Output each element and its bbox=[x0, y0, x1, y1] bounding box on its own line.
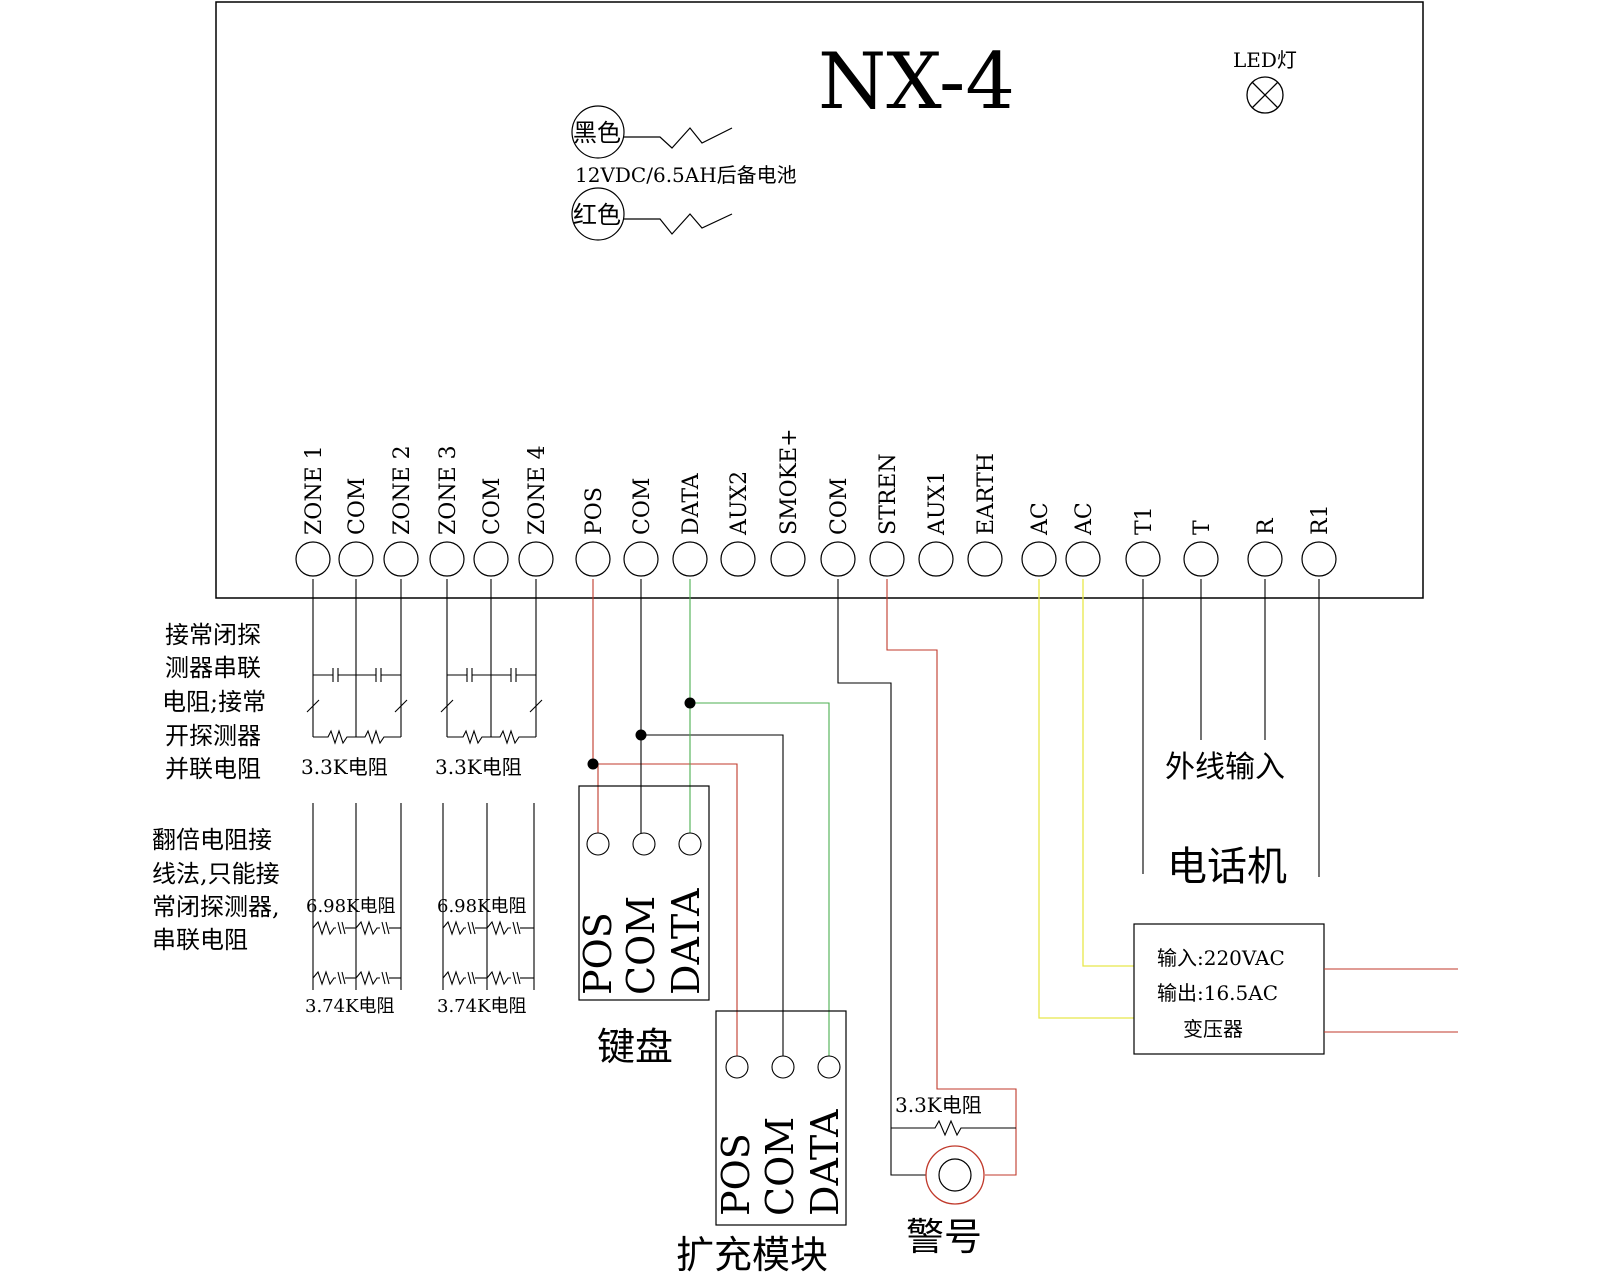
terminal-label-com: COM bbox=[630, 478, 655, 535]
svg-text:接常闭探: 接常闭探 bbox=[165, 621, 261, 649]
terminal-label-earth: EARTH bbox=[974, 453, 999, 535]
resistor-6-98k-label: 6.98K电阻 bbox=[306, 896, 396, 917]
svg-text:线法,只能接: 线法,只能接 bbox=[152, 860, 280, 888]
expander-terminals bbox=[725, 1055, 841, 1079]
terminal-stren bbox=[869, 541, 905, 577]
terminal-pos bbox=[575, 541, 611, 577]
transformer-input: 输入:220VAC bbox=[1157, 946, 1285, 970]
siren-wiring bbox=[837, 579, 1017, 1176]
terminal-earth bbox=[967, 541, 1003, 577]
mains-wiring bbox=[1324, 968, 1458, 1033]
terminal-com bbox=[473, 541, 509, 577]
terminal-t1 bbox=[1125, 541, 1161, 577]
expander-label: 扩充模块 bbox=[676, 1233, 828, 1277]
double-resistor-note: 翻倍电阻接 线法,只能接 常闭探测器, 串联电阻 bbox=[152, 826, 280, 954]
terminal-label-pos: POS bbox=[582, 487, 607, 535]
svg-text:并联电阻: 并联电阻 bbox=[165, 755, 261, 783]
terminal-label-com: COM bbox=[827, 478, 852, 535]
svg-text:开探测器: 开探测器 bbox=[165, 722, 261, 750]
svg-text:串联电阻: 串联电阻 bbox=[152, 926, 248, 954]
svg-text:测器串联: 测器串联 bbox=[165, 654, 261, 682]
phone-wiring bbox=[1142, 579, 1320, 877]
battery-spec: 12VDC/6.5AH后备电池 bbox=[575, 163, 797, 187]
terminal-label-com: COM bbox=[480, 478, 505, 535]
siren-icon bbox=[925, 1145, 985, 1205]
terminal-label-zone-2: ZONE 2 bbox=[390, 445, 415, 535]
terminal-label-zone-1: ZONE 1 bbox=[302, 445, 327, 535]
terminal-label-ac: AC bbox=[1028, 502, 1053, 536]
terminal-label-r: R bbox=[1254, 517, 1279, 535]
keypad-label: 键盘 bbox=[597, 1025, 673, 1069]
transformer-output: 输出:16.5AC bbox=[1157, 981, 1278, 1005]
resistor-6-98k-label: 6.98K电阻 bbox=[437, 896, 527, 917]
expander-box bbox=[715, 1010, 847, 1226]
outside-line-label: 外线输入 bbox=[1165, 750, 1285, 785]
zone-wiring bbox=[306, 579, 543, 990]
terminal-label-aux1: AUX1 bbox=[925, 471, 950, 536]
terminal-label-data: DATA bbox=[679, 472, 704, 535]
terminal-label-zone-3: ZONE 3 bbox=[436, 445, 461, 535]
expander-pos-label: POS bbox=[714, 1133, 758, 1216]
svg-text:电阻;接常: 电阻;接常 bbox=[162, 688, 266, 716]
panel-title: NX-4 bbox=[818, 37, 1015, 127]
terminal-strip: ZONE 1 COM ZONE 2 ZONE 3 COM ZONE 4 POS COM DATA… bbox=[295, 428, 1337, 577]
transformer-name: 变压器 bbox=[1183, 1017, 1243, 1041]
siren-label: 警号 bbox=[906, 1215, 982, 1259]
terminal-com bbox=[623, 541, 659, 577]
terminal-ac bbox=[1065, 541, 1101, 577]
expander-com-label: COM bbox=[758, 1117, 802, 1216]
terminal-label-com: COM bbox=[345, 478, 370, 535]
terminal-zone-1 bbox=[295, 541, 331, 577]
terminal-t bbox=[1183, 541, 1219, 577]
terminal-zone-3 bbox=[429, 541, 465, 577]
battery-black-label: 黑色 bbox=[573, 119, 621, 147]
terminal-zone-4 bbox=[518, 541, 554, 577]
terminal-data bbox=[672, 541, 708, 577]
terminal-ac bbox=[1021, 541, 1057, 577]
terminal-label-zone-4: ZONE 4 bbox=[525, 445, 550, 535]
telephone-label: 电话机 bbox=[1167, 844, 1287, 890]
terminal-label-stren: STREN bbox=[876, 453, 901, 535]
terminal-smoke bbox=[770, 541, 806, 577]
terminal-label-ac: AC bbox=[1072, 502, 1097, 536]
terminal-label-t1: T1 bbox=[1132, 506, 1157, 535]
terminal-r bbox=[1247, 541, 1283, 577]
terminal-com bbox=[820, 541, 856, 577]
terminal-com bbox=[338, 541, 374, 577]
expander-data-label: DATA bbox=[803, 1109, 847, 1216]
led-icon bbox=[1246, 76, 1284, 114]
keypad-terminals bbox=[586, 832, 702, 856]
keypad-box bbox=[578, 785, 710, 1001]
resistor-3-74k-label: 3.74K电阻 bbox=[437, 996, 527, 1017]
terminal-aux1 bbox=[918, 541, 954, 577]
terminal-label-smoke: SMOKE+ bbox=[777, 428, 802, 535]
resistor-3-74k-label: 3.74K电阻 bbox=[305, 996, 395, 1017]
siren-resistor-label: 3.3K电阻 bbox=[895, 1093, 982, 1117]
terminal-label-t: T bbox=[1190, 520, 1215, 535]
keypad-pos-label: POS bbox=[576, 912, 620, 995]
panel-box bbox=[215, 1, 1424, 599]
terminal-label-aux2: AUX2 bbox=[727, 471, 752, 536]
ac-wiring bbox=[1038, 579, 1134, 1019]
battery-black-lead bbox=[571, 105, 733, 159]
terminal-label-r1: R1 bbox=[1308, 504, 1333, 535]
transformer-box bbox=[1133, 923, 1325, 1055]
resistor-3-3k-label: 3.3K电阻 bbox=[435, 755, 522, 779]
battery-red-lead bbox=[571, 187, 733, 241]
led-label: LED灯 bbox=[1233, 48, 1297, 72]
terminal-zone-2 bbox=[383, 541, 419, 577]
terminal-aux2 bbox=[720, 541, 756, 577]
svg-text:常闭探测器,: 常闭探测器, bbox=[152, 893, 280, 921]
keypad-com-label: COM bbox=[619, 896, 663, 995]
keypad-data-label: DATA bbox=[664, 888, 708, 995]
resistor-3-3k-label: 3.3K电阻 bbox=[301, 755, 388, 779]
nc-series-note: 接常闭探 测器串联 电阻;接常 开探测器 并联电阻 bbox=[162, 621, 266, 783]
svg-text:翻倍电阻接: 翻倍电阻接 bbox=[152, 826, 272, 854]
junction-dots bbox=[587, 697, 696, 770]
battery-red-label: 红色 bbox=[573, 201, 621, 229]
terminal-r1 bbox=[1301, 541, 1337, 577]
